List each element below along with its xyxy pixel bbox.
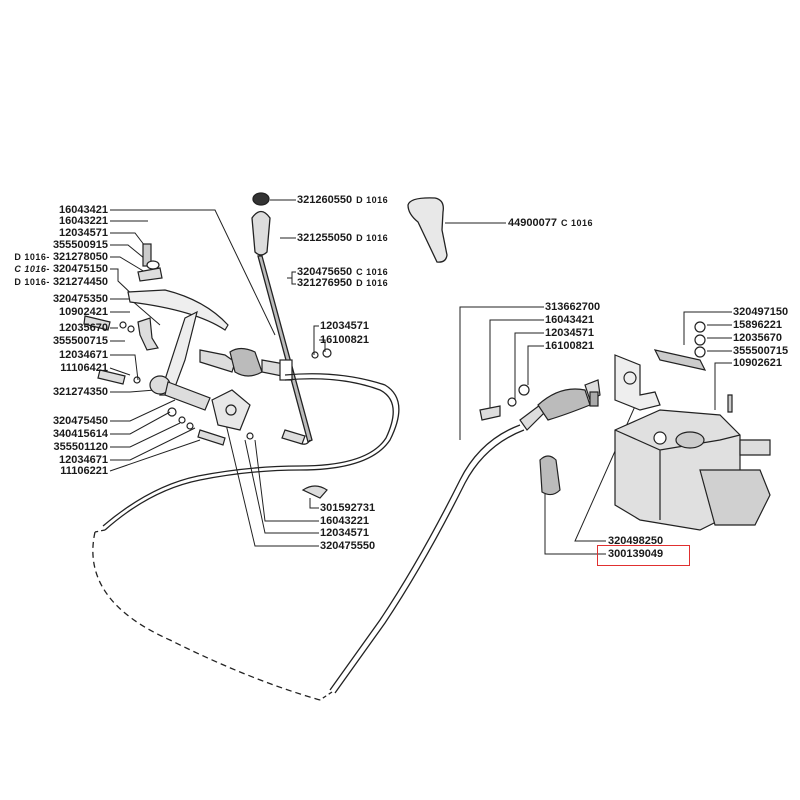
part-number: 321276950 — [297, 277, 353, 289]
part-number: 321260550 — [297, 194, 353, 206]
part-label[interactable]: 12034571 — [320, 320, 369, 332]
part-label[interactable]: 301592731 — [320, 502, 375, 514]
gear-lever — [251, 192, 313, 445]
part-number: 16043421 — [545, 314, 594, 326]
lever-handle — [407, 197, 448, 263]
part-number: 16100821 — [545, 340, 594, 352]
part-label[interactable]: 16043221 — [59, 215, 108, 227]
part-number: 320475150 — [52, 263, 108, 275]
part-label[interactable]: 12035670 — [59, 322, 108, 334]
hydraulic-pump — [614, 409, 771, 531]
part-label[interactable]: 320475350 — [53, 293, 108, 305]
part-number: 12034571 — [545, 327, 594, 339]
part-number: 321274350 — [52, 386, 108, 398]
linkage-assembly — [83, 243, 332, 499]
part-label[interactable]: D 1016-321278050 — [14, 251, 108, 263]
part-label[interactable]: 16100821 — [320, 334, 369, 346]
part-number: 320475350 — [52, 293, 108, 305]
part-number: 321274450 — [52, 276, 108, 288]
part-number: 16043221 — [320, 515, 369, 527]
model-suffix: C 1016 — [560, 218, 593, 228]
part-label[interactable]: 313662700 — [545, 301, 600, 313]
model-prefix: D 1016- — [14, 252, 50, 262]
part-label[interactable]: 320475450 — [53, 415, 108, 427]
part-number: 321255050 — [297, 232, 353, 244]
part-label[interactable]: 340415614 — [53, 428, 108, 440]
model-suffix: C 1016 — [356, 267, 389, 277]
part-number: 313662700 — [545, 301, 601, 313]
part-number: 10902621 — [733, 357, 782, 369]
part-number: 11106421 — [60, 362, 108, 374]
model-suffix: D 1016 — [356, 233, 389, 243]
part-label[interactable]: 355500715 — [53, 335, 108, 347]
part-number: 340415614 — [52, 428, 108, 440]
part-label[interactable]: 320497150 — [733, 306, 788, 318]
part-number: 16043421 — [59, 204, 108, 216]
part-label[interactable]: 10902421 — [59, 306, 108, 318]
part-number: 12034671 — [59, 454, 108, 466]
part-label[interactable]: 12034671 — [59, 349, 108, 361]
part-number: 355501120 — [53, 441, 108, 453]
part-number: 321278050 — [52, 251, 108, 263]
part-label[interactable]: 355500915 — [53, 239, 108, 251]
part-label[interactable]: 16100821 — [545, 340, 594, 352]
model-suffix: D 1016 — [356, 195, 389, 205]
part-label[interactable]: C 1016-320475150 — [14, 263, 108, 275]
part-label[interactable]: 11106421 — [60, 362, 108, 374]
model-prefix: D 1016- — [14, 277, 50, 287]
model-prefix: C 1016- — [14, 264, 50, 274]
model-suffix: D 1016 — [356, 278, 389, 288]
part-number: 355500715 — [733, 345, 789, 357]
part-number: 12034671 — [59, 349, 108, 361]
part-number: 12034571 — [320, 320, 369, 332]
part-number: 12034571 — [59, 227, 108, 239]
part-label[interactable]: 321274350 — [53, 386, 108, 398]
part-label[interactable]: 16043421 — [545, 314, 594, 326]
part-label[interactable]: 320498250 — [608, 535, 663, 547]
part-label[interactable]: 320475550 — [320, 540, 375, 552]
part-number: 301592731 — [320, 502, 376, 514]
part-label[interactable]: 12034571 — [59, 227, 108, 239]
part-label[interactable]: 15896221 — [733, 319, 782, 331]
part-number: 320475550 — [320, 540, 376, 552]
part-number: 300139049 — [608, 548, 664, 560]
part-number: 12035670 — [733, 332, 782, 344]
part-label[interactable]: 12035670 — [733, 332, 782, 344]
part-label[interactable]: D 1016-321274450 — [14, 276, 108, 288]
part-label[interactable]: 12034571 — [545, 327, 594, 339]
cable-end-assembly — [479, 321, 733, 496]
part-number: 355500715 — [52, 335, 108, 347]
part-number: 16100821 — [320, 334, 369, 346]
part-number: 16043221 — [59, 215, 108, 227]
part-number: 12034571 — [320, 527, 369, 539]
part-label[interactable]: 355501120 — [54, 441, 108, 453]
part-label[interactable]: 355500715 — [733, 345, 788, 357]
part-number: 320475650 — [297, 266, 353, 278]
part-number: 12035670 — [59, 322, 108, 334]
part-number: 10902421 — [59, 306, 108, 318]
part-label[interactable]: 12034671 — [59, 454, 108, 466]
part-number: 320497150 — [733, 306, 789, 318]
part-label[interactable]: 16043421 — [59, 204, 108, 216]
part-number: 11106221 — [60, 465, 108, 477]
part-label[interactable]: 11106221 — [60, 465, 108, 477]
part-number: 15896221 — [733, 319, 782, 331]
part-label[interactable]: 12034571 — [320, 527, 369, 539]
control-cable — [92, 373, 525, 701]
part-number: 320475450 — [52, 415, 108, 427]
part-number: 44900077 — [508, 217, 557, 229]
part-number: 355500915 — [52, 239, 108, 251]
part-label[interactable]: 16043221 — [320, 515, 369, 527]
part-label[interactable]: 10902621 — [733, 357, 782, 369]
part-number: 320498250 — [608, 535, 664, 547]
part-label-highlighted[interactable]: 300139049 — [608, 548, 663, 560]
